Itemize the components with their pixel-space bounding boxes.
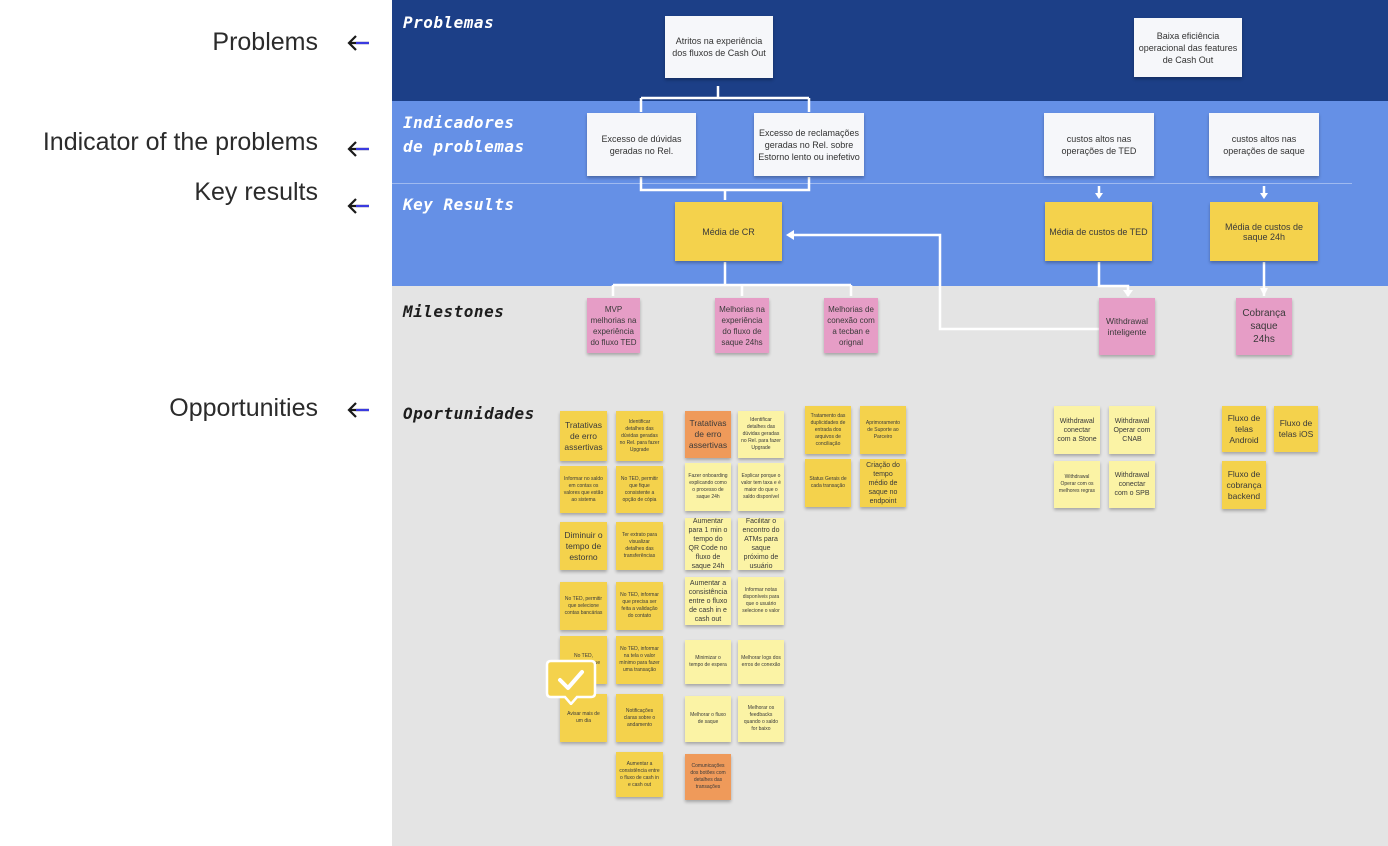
indicator-card[interactable]: Excesso de dúvidas geradas no Rel. xyxy=(587,113,696,176)
opportunity-sticky[interactable]: Withdrawal conectar com o SPB xyxy=(1109,461,1155,508)
opportunity-sticky[interactable]: Criação do tempo médio de saque no endpo… xyxy=(860,459,906,507)
milestone-sticky[interactable]: Withdrawal inteligente xyxy=(1099,298,1155,355)
indicator-card[interactable]: Excesso de reclamações geradas no Rel. s… xyxy=(754,113,864,176)
opportunity-sticky[interactable]: Melhorar logs dos erros de conexão xyxy=(738,640,784,684)
opportunity-sticky[interactable]: Informar no saldo em contas os valores q… xyxy=(560,466,607,513)
band-title-milestones: Milestones xyxy=(403,302,505,321)
key-result-sticky[interactable]: Média de custos de saque 24h xyxy=(1210,202,1318,261)
opportunity-sticky[interactable]: Fluxo de cobrança backend xyxy=(1222,461,1266,509)
opportunity-sticky[interactable]: Fluxo de telas Android xyxy=(1222,406,1266,452)
band-divider xyxy=(392,183,1352,184)
problem-card[interactable]: Baixa eficiência operacional das feature… xyxy=(1134,18,1242,77)
arrow-left-icon xyxy=(347,35,369,51)
opportunity-sticky[interactable]: Facilitar o encontro do ATMs para saque … xyxy=(738,518,784,570)
band-title-indicators: Indicadores de problemas xyxy=(403,113,525,156)
side-label-opportunities: Opportunities xyxy=(169,394,318,422)
problem-card[interactable]: Atritos na experiência dos fluxos de Cas… xyxy=(665,16,773,78)
side-label-indicators: Indicator of the problems xyxy=(42,128,318,156)
band-title-key-results: Key Results xyxy=(403,195,515,214)
opportunity-sticky[interactable]: Notificações claras sobre o andamento xyxy=(616,694,663,742)
opportunity-sticky[interactable]: No TED, permitir que fique consistente a… xyxy=(616,466,663,513)
indicator-card[interactable]: custos altos nas operações de saque xyxy=(1209,113,1319,176)
opportunity-sticky[interactable]: Aumentar para 1 min o tempo do QR Code n… xyxy=(685,518,731,570)
band-title-problems: Problemas xyxy=(403,13,495,32)
milestone-sticky[interactable]: Melhorias na experiência do fluxo de saq… xyxy=(715,298,769,353)
opportunity-sticky[interactable]: No TED, informar que precisa ser feita a… xyxy=(616,582,663,630)
milestone-sticky[interactable]: Cobrança saque 24hs xyxy=(1236,298,1292,355)
opportunity-sticky[interactable]: Withdrawal Operar com os melhores regras xyxy=(1054,461,1100,508)
opportunity-sticky[interactable]: Status Gerais de cada transação xyxy=(805,459,851,507)
opportunity-sticky[interactable]: Identificar detalhes das dúvidas geradas… xyxy=(616,411,663,461)
opportunity-sticky[interactable]: Identificar detalhes das dúvidas geradas… xyxy=(738,411,784,458)
opportunity-sticky[interactable]: Fluxo de telas iOS xyxy=(1274,406,1318,452)
opportunity-sticky[interactable]: No TED, informar na tela o valor mínimo … xyxy=(616,636,663,684)
side-label-problems: Problems xyxy=(212,28,318,56)
opportunity-sticky[interactable]: Fazer onboarding explicando como o proce… xyxy=(685,463,731,511)
opportunity-sticky[interactable]: Comunicações dos botões com detalhes das… xyxy=(685,754,731,800)
opportunity-sticky[interactable]: Melhorar o fluxo de saque xyxy=(685,696,731,742)
indicator-card[interactable]: custos altos nas operações de TED xyxy=(1044,113,1154,176)
opportunity-sticky[interactable]: Diminuir o tempo de estorno xyxy=(560,522,607,570)
milestone-sticky[interactable]: MVP melhorias na experiência do fluxo TE… xyxy=(587,298,640,353)
opportunity-sticky[interactable]: Melhorar os feedbacks quando o saldo for… xyxy=(738,696,784,742)
side-label-key-results: Key results xyxy=(194,178,318,206)
opportunity-sticky[interactable]: Withdrawal Operar com CNAB xyxy=(1109,406,1155,454)
arrow-left-icon xyxy=(347,198,369,214)
opportunity-sticky[interactable]: Aumentar a consistência entre o fluxo de… xyxy=(685,577,731,625)
arrow-left-icon xyxy=(347,141,369,157)
arrow-left-icon xyxy=(347,402,369,418)
opportunity-sticky[interactable]: Ter extrato para visualizar detalhes das… xyxy=(616,522,663,570)
opportunity-sticky[interactable]: Aumentar a consistência entre o fluxo de… xyxy=(616,752,663,797)
opportunity-sticky[interactable]: Aprimoramento de Suporte ao Parceiro xyxy=(860,406,906,454)
opportunity-sticky[interactable]: No TED, permitir que selecione contas ba… xyxy=(560,582,607,630)
opportunity-sticky[interactable]: Tratativas de erro assertivas xyxy=(685,411,731,458)
milestone-sticky[interactable]: Melhorias de conexão com a tecban e orig… xyxy=(824,298,878,353)
opportunity-sticky[interactable]: Tratativas de erro assertivas xyxy=(560,411,607,461)
key-result-sticky[interactable]: Média de custos de TED xyxy=(1045,202,1152,261)
opportunity-sticky[interactable]: Withdrawal conectar com a Stone xyxy=(1054,406,1100,454)
opportunity-sticky[interactable]: Tratamento das duplicidades de entrada d… xyxy=(805,406,851,454)
check-badge-icon[interactable] xyxy=(545,659,597,706)
opportunity-sticky[interactable]: Informar notas disponíveis para que o us… xyxy=(738,577,784,625)
opportunity-sticky[interactable]: Minimizar o tempo de espera xyxy=(685,640,731,684)
opportunity-sticky[interactable]: Explicar porque o valor tem taxa e é mai… xyxy=(738,463,784,511)
band-lower xyxy=(392,286,1388,846)
key-result-sticky[interactable]: Média de CR xyxy=(675,202,782,261)
band-title-opportunities: Oportunidades xyxy=(403,404,535,423)
